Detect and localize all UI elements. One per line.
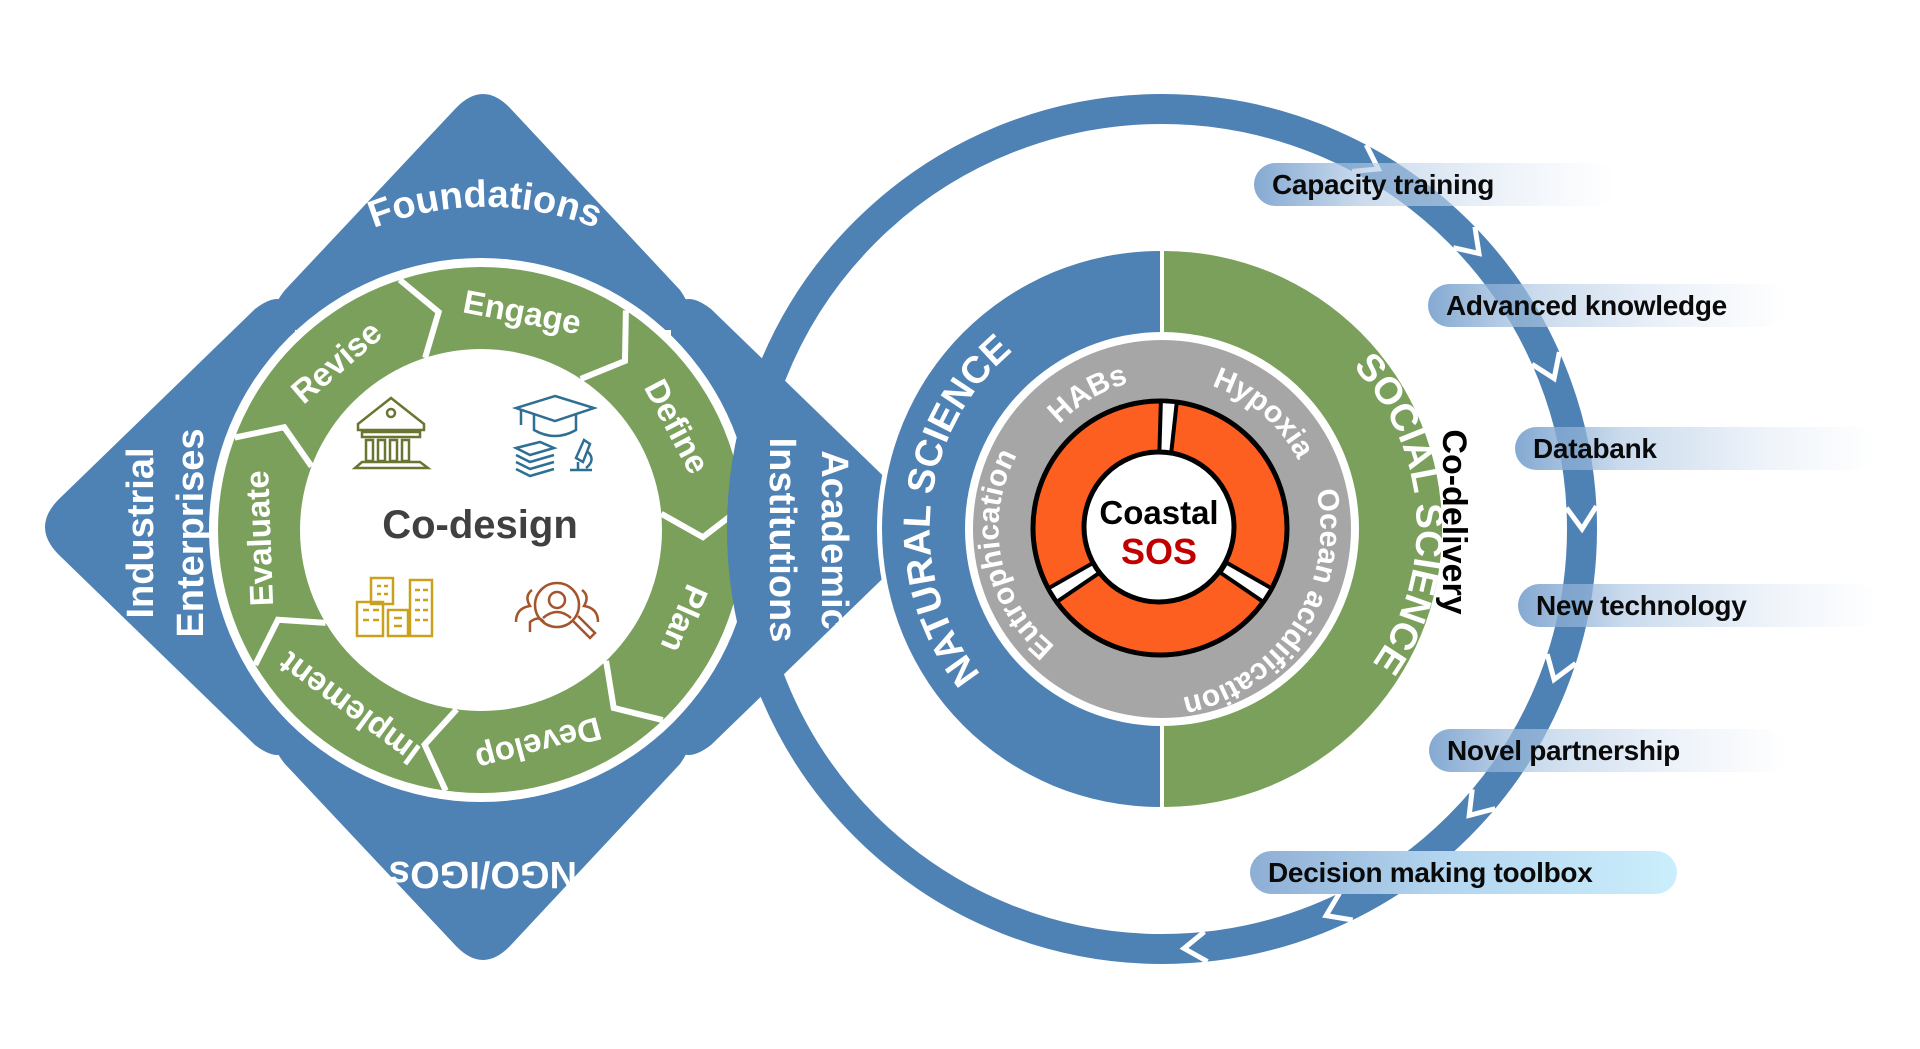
output-label: Capacity training xyxy=(1272,168,1495,200)
stakeholder-petals xyxy=(45,94,921,960)
petal-industrial-enterprises xyxy=(45,299,295,755)
ring-chevron xyxy=(1466,789,1496,819)
petal-ngo-igos xyxy=(274,724,690,960)
city-buildings-icon xyxy=(355,576,434,638)
ring-chevron xyxy=(1179,929,1209,964)
label-industrial: Industrial xyxy=(120,447,162,618)
cycle-chevrons xyxy=(234,277,745,792)
output-label: Advanced knowledge xyxy=(1446,289,1727,321)
cycle-chevron xyxy=(252,616,326,667)
output-new-technology: New technology xyxy=(1518,584,1878,627)
output-novel-partnership: Novel partnership xyxy=(1429,729,1789,772)
cycle-chevron xyxy=(234,423,315,469)
output-label: New technology xyxy=(1536,589,1747,621)
output-databank: Databank xyxy=(1515,427,1875,470)
output-advanced-knowledge: Advanced knowledge xyxy=(1428,284,1788,327)
academic-research-icon xyxy=(511,394,599,478)
ring-chevron xyxy=(1452,226,1483,257)
cycle-chevron xyxy=(397,277,443,359)
cycle-chevron xyxy=(579,310,629,382)
cycle-chevron xyxy=(421,707,459,792)
label-ngo-igos: NGO/IGOs xyxy=(389,853,577,895)
label-institutions: Institutions xyxy=(761,438,803,643)
ring-chevron xyxy=(1544,653,1578,684)
ring-chevron xyxy=(1530,351,1562,383)
petal-academic-institutions xyxy=(671,299,921,755)
cycle-step-evaluate: Evaluate xyxy=(238,470,280,607)
codesign-title: Co-design xyxy=(382,503,578,547)
petal-foundations xyxy=(274,94,690,330)
output-capacity-training: Capacity training xyxy=(1254,163,1616,206)
label-academic: Academic xyxy=(813,450,855,630)
output-label: Decision making toolbox xyxy=(1268,856,1593,888)
codelivery-title: Co-delivery xyxy=(1435,429,1473,614)
output-label: Novel partnership xyxy=(1447,734,1680,766)
center-title-sos: SOS xyxy=(1121,531,1197,572)
ring-chevron xyxy=(1322,891,1354,923)
codelivery-ring-chevrons xyxy=(1179,143,1599,964)
output-decision-making-toolbox: Decision making toolbox xyxy=(1250,851,1677,894)
bank-icon xyxy=(351,396,432,470)
sos-center xyxy=(1081,449,1237,605)
cycle-chevron xyxy=(603,660,664,724)
output-label: Databank xyxy=(1533,432,1657,464)
label-enterprises: Enterprises xyxy=(170,428,212,637)
center-title-coastal: Coastal xyxy=(1099,494,1218,531)
people-search-icon xyxy=(514,581,600,640)
ring-chevron xyxy=(1564,504,1599,534)
